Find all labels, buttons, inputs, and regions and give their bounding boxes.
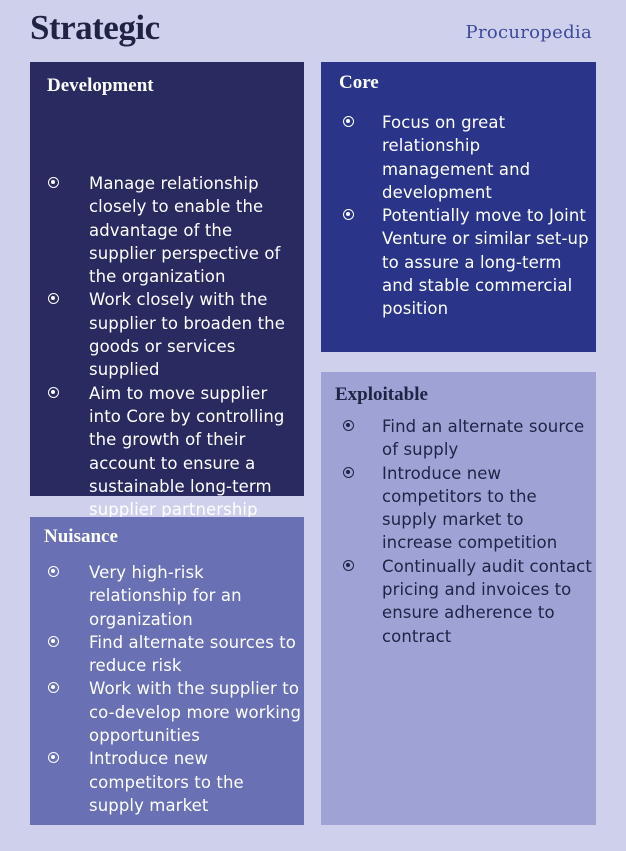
bullet-text: Find an alternate source of supply xyxy=(382,417,585,460)
list-item: Introduce new competitors to the supply … xyxy=(30,747,304,817)
development-bullet-list: Manage relationship closely to enable th… xyxy=(30,172,304,521)
list-item: Continually audit contact pricing and in… xyxy=(321,555,596,648)
bullet-text: Work closely with the supplier to broade… xyxy=(89,290,285,380)
list-item: Find alternate sources to reduce risk xyxy=(30,631,304,678)
radio-bullet-icon xyxy=(343,209,354,221)
bullet-text: Introduce new competitors to the supply … xyxy=(382,463,558,553)
development-title: Development xyxy=(47,75,154,96)
list-item: Potentially move to Joint Venture or sim… xyxy=(321,204,596,320)
page-title: Strategic xyxy=(30,8,160,47)
exploitable-title: Exploitable xyxy=(335,384,428,405)
bullet-text: Aim to move supplier into Core by contro… xyxy=(89,383,285,520)
bullet-text: Introduce new competitors to the supply … xyxy=(89,749,244,815)
radio-bullet-icon xyxy=(48,177,59,188)
radio-bullet-icon xyxy=(48,752,59,764)
exploitable-quadrant: Exploitable Find an alternate source of … xyxy=(321,372,596,825)
development-quadrant: Development Manage relationship closely … xyxy=(30,62,304,519)
bullet-text: Manage relationship closely to enable th… xyxy=(89,174,281,287)
radio-bullet-icon xyxy=(48,566,59,577)
radio-bullet-icon xyxy=(48,682,59,694)
bullet-text: Continually audit contact pricing and in… xyxy=(382,556,592,646)
radio-bullet-icon xyxy=(48,293,59,305)
list-item: Focus on great relationship management a… xyxy=(321,111,596,204)
radio-bullet-icon xyxy=(48,635,59,647)
bullet-text: Very high-risk relationship for an organ… xyxy=(89,563,242,629)
list-item: Aim to move supplier into Core by contro… xyxy=(30,382,304,522)
radio-bullet-icon xyxy=(343,466,354,478)
list-item: Manage relationship closely to enable th… xyxy=(30,172,304,288)
nuisance-quadrant: Nuisance Very high-risk relationship for… xyxy=(30,517,304,825)
bullet-text: Focus on great relationship management a… xyxy=(382,113,531,202)
nuisance-title: Nuisance xyxy=(44,526,118,547)
list-item: Find an alternate source of supply xyxy=(321,415,596,462)
brand-logo-text: Procuropedia xyxy=(465,22,592,43)
exploitable-bullet-list: Find an alternate source of supply Intro… xyxy=(321,415,596,648)
core-quadrant: Core Focus on great relationship managem… xyxy=(321,62,596,352)
radio-bullet-icon xyxy=(343,559,354,571)
list-item: Work closely with the supplier to broade… xyxy=(30,288,304,381)
radio-bullet-icon xyxy=(343,116,354,127)
radio-bullet-icon xyxy=(343,420,354,431)
core-bullet-list: Focus on great relationship management a… xyxy=(321,111,596,321)
nuisance-bullet-list: Very high-risk relationship for an organ… xyxy=(30,561,304,817)
bullet-text: Potentially move to Joint Venture or sim… xyxy=(382,206,589,319)
bullet-text: Work with the supplier to co-develop mor… xyxy=(89,679,302,746)
radio-bullet-icon xyxy=(48,386,59,398)
list-item: Very high-risk relationship for an organ… xyxy=(30,561,304,631)
list-item: Work with the supplier to co-develop mor… xyxy=(30,677,304,747)
core-title: Core xyxy=(339,72,379,93)
bullet-text: Find alternate sources to reduce risk xyxy=(89,632,296,676)
list-item: Introduce new competitors to the supply … xyxy=(321,462,596,555)
